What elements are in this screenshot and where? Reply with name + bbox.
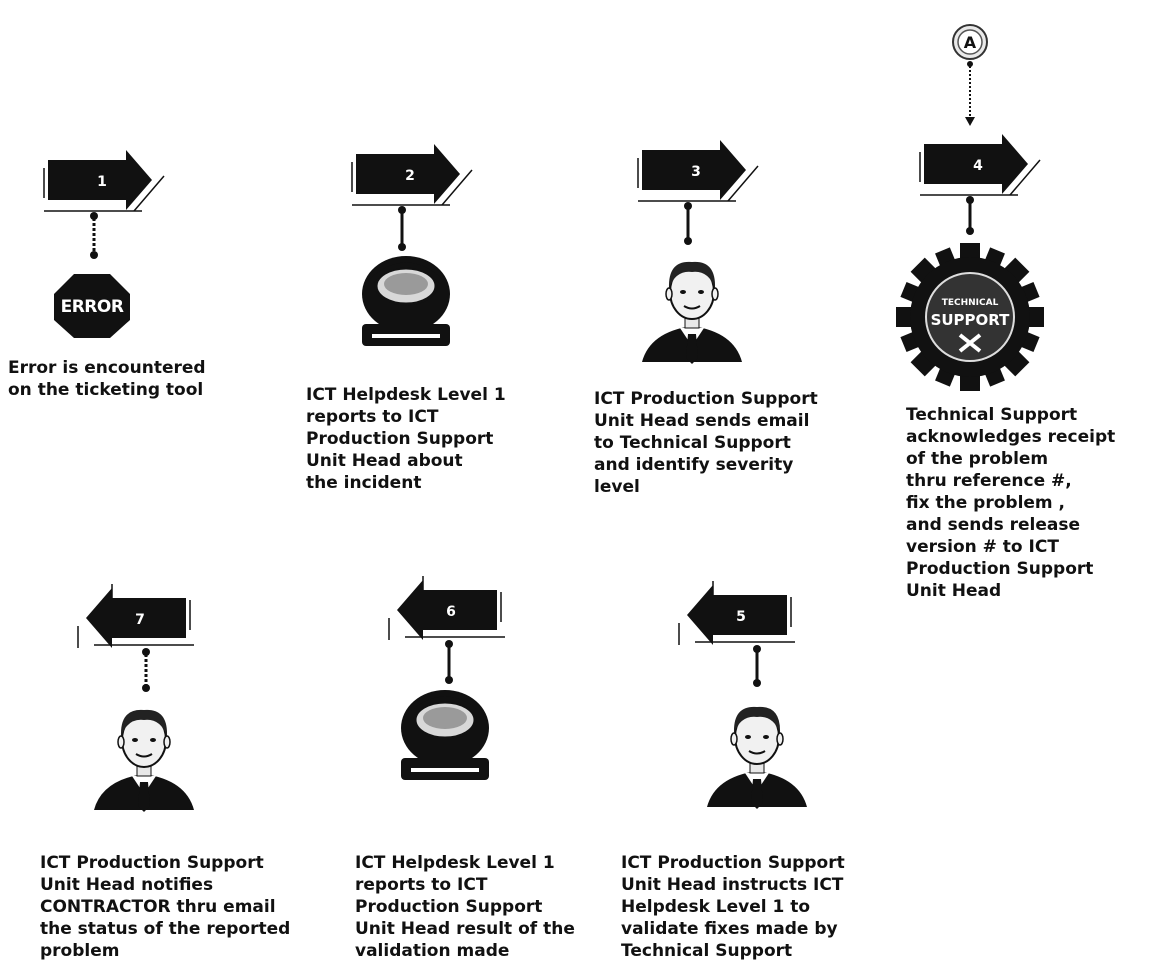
step-connector: [142, 648, 150, 692]
step-3-caption: ICT Production Support Unit Head sends e…: [594, 389, 818, 497]
step-number: 5: [736, 609, 746, 625]
step-7: 7: [74, 578, 214, 818]
step-number: 4: [973, 158, 983, 174]
step-number: 1: [97, 174, 107, 190]
step-4-caption: Technical Support acknowledges receipt o…: [906, 405, 1116, 601]
step-1: 1 ERROR: [42, 148, 172, 338]
badge-line-1: TECHNICAL: [942, 298, 999, 308]
manager-person-icon: [707, 706, 807, 809]
step-4: 4: [896, 132, 1070, 402]
error-stop-sign-icon: ERROR: [54, 274, 130, 338]
step-connector: [753, 645, 761, 687]
connector-a-label: A: [964, 33, 977, 52]
step-6: 6: [385, 570, 525, 800]
step-arrow-left: 5: [678, 581, 795, 645]
step-2-caption: ICT Helpdesk Level 1 reports to ICT Prod…: [306, 385, 506, 493]
badge-line-2: SUPPORT: [931, 311, 1011, 329]
helpdesk-headset-icon: [401, 690, 489, 780]
manager-person-icon: [642, 261, 742, 364]
step-arrow-right: 2: [351, 144, 473, 206]
step-connector: [445, 640, 453, 684]
step-5-caption: ICT Production Support Unit Head instruc…: [621, 853, 845, 961]
error-label: ERROR: [61, 297, 124, 317]
step-3: 3: [636, 138, 776, 364]
connector-a-icon: A: [952, 24, 988, 126]
step-7-caption: ICT Production Support Unit Head notifie…: [40, 853, 291, 961]
step-1-caption: Error is encountered on the ticketing to…: [8, 358, 206, 400]
step-connector: [966, 196, 974, 235]
helpdesk-headset-icon: [362, 256, 450, 346]
step-arrow-left: 7: [77, 584, 194, 648]
step-arrow-left: 6: [388, 576, 505, 640]
step-arrow-right: 4: [919, 134, 1041, 196]
step-connector: [90, 212, 98, 259]
manager-person-icon: [94, 709, 194, 812]
step-number: 3: [691, 164, 701, 180]
connector-a: A: [936, 22, 1006, 132]
step-connector: [398, 206, 406, 251]
step-arrow-right: 3: [637, 140, 759, 202]
step-number: 7: [135, 612, 145, 628]
step-arrow-right: 1: [43, 150, 165, 212]
step-number: 2: [405, 168, 415, 184]
step-5: 5: [675, 575, 815, 810]
step-number: 6: [446, 604, 456, 620]
step-6-caption: ICT Helpdesk Level 1 reports to ICT Prod…: [355, 853, 575, 961]
step-2: 2: [350, 142, 490, 357]
technical-support-gear-icon: TECHNICAL SUPPORT: [896, 243, 1044, 391]
step-connector: [684, 202, 692, 245]
